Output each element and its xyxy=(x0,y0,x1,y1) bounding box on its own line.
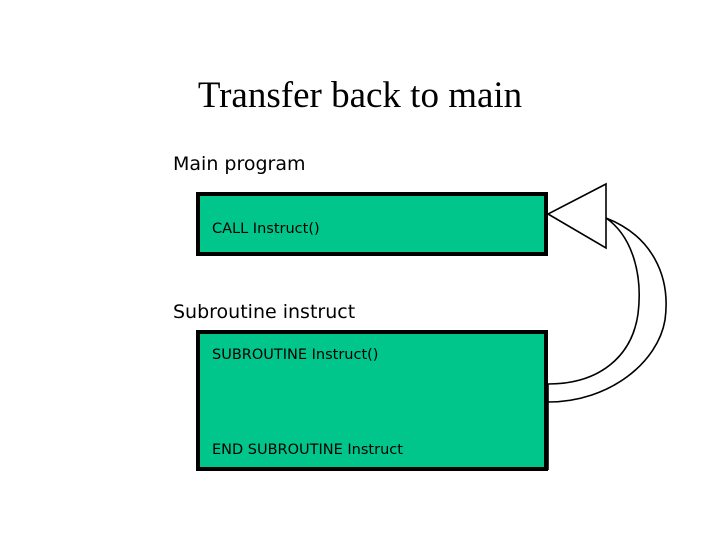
code-box-subroutine-instruct: SUBROUTINE Instruct() END SUBROUTINE Ins… xyxy=(196,330,548,471)
arrow-upper-fill xyxy=(548,184,667,336)
code-line-call-instruct: CALL Instruct() xyxy=(212,221,320,237)
code-line-subroutine-instruct: SUBROUTINE Instruct() xyxy=(212,347,379,363)
code-line-end-subroutine-instruct: END SUBROUTINE Instruct xyxy=(212,442,403,458)
arrow-outline xyxy=(547,183,667,471)
section-label-subroutine-instruct: Subroutine instruct xyxy=(173,301,356,323)
arrow-lower-fill xyxy=(548,336,667,470)
section-label-main-program: Main program xyxy=(173,153,306,175)
curved-return-arrow-icon xyxy=(547,183,667,471)
page-title: Transfer back to main xyxy=(197,75,523,116)
code-box-main-program: CALL Instruct() xyxy=(196,192,548,256)
